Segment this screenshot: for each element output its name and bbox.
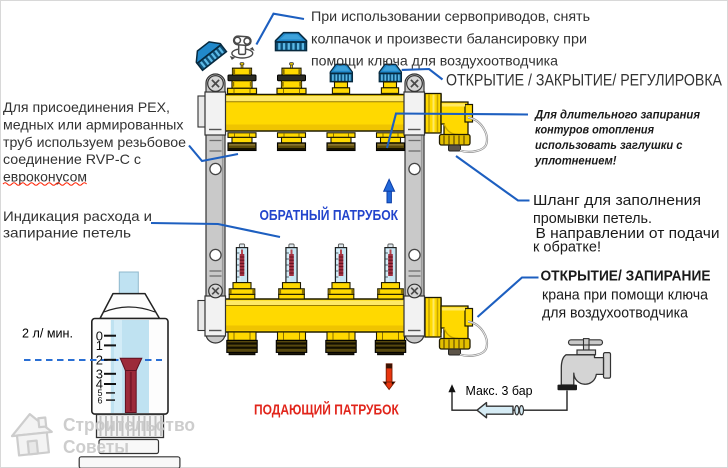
svg-text:ОТКРЫТИЕ / ЗАКРЫТИЕ/ РЕГУЛИР: ОТКРЫТИЕ / ЗАКРЫТИЕ/ РЕГУЛИРОВКА xyxy=(446,72,722,90)
svg-text:для воздухоотводчика: для воздухоотводчика xyxy=(542,306,689,322)
svg-text:Строительство: Строительство xyxy=(63,415,195,435)
svg-text:уплотнением!: уплотнением! xyxy=(534,154,616,168)
svg-text:колпачок и произвести балансир: колпачок и произвести балансировку при xyxy=(311,31,587,46)
svg-text:0: 0 xyxy=(96,328,103,343)
svg-text:1: 1 xyxy=(96,338,103,353)
svg-text:2: 2 xyxy=(96,353,103,368)
svg-text:Для присоединения PEX,: Для присоединения PEX, xyxy=(3,99,170,115)
svg-text:ОТКРЫТИЕ/ ЗАПИРАНИЕ: ОТКРЫТИЕ/ ЗАПИРАНИЕ xyxy=(541,269,711,285)
svg-text:Для длительного запирания: Для длительного запирания xyxy=(534,107,700,121)
svg-text:Макс. 3 бар: Макс. 3 бар xyxy=(466,383,533,398)
svg-text:5: 5 xyxy=(97,388,102,398)
svg-text:евроконусом: евроконусом xyxy=(3,169,87,185)
svg-text:запирание петель: запирание петель xyxy=(3,224,131,240)
svg-text:контуров отопления: контуров отопления xyxy=(535,123,654,137)
svg-text:медных или армированных: медных или армированных xyxy=(3,116,184,132)
svg-text:6: 6 xyxy=(97,395,102,405)
svg-text:соединение RVP-C с: соединение RVP-C с xyxy=(3,151,141,167)
svg-text:промывки петель.: промывки петель. xyxy=(533,211,652,227)
svg-text:В направлении от подачи: В направлении от подачи xyxy=(536,226,720,242)
svg-text:помощи ключа для воздухоотво: помощи ключа для воздухоотводчика xyxy=(311,53,558,68)
svg-text:Индикация расхода и: Индикация расхода и xyxy=(3,208,152,224)
svg-text:3: 3 xyxy=(96,367,103,382)
svg-text:труб используем резьбовое: труб используем резьбовое xyxy=(3,134,186,150)
svg-text:4: 4 xyxy=(96,377,103,392)
svg-text:к обратке!: к обратке! xyxy=(533,240,601,256)
svg-text:крана при помощи ключа: крана при помощи ключа xyxy=(542,288,709,304)
svg-text:ПОДАЮЩИЙ ПАТРУБОК: ПОДАЮЩИЙ ПАТРУБОК xyxy=(254,401,399,419)
svg-text:Шланг для заполнения: Шланг для заполнения xyxy=(533,193,701,209)
svg-text:Советы: Советы xyxy=(63,437,129,457)
svg-text:ОБРАТНЫЙ ПАТРУБОК: ОБРАТНЫЙ ПАТРУБОК xyxy=(260,206,399,224)
svg-text:При использовании сервопривод: При использовании сервоприводов, снять xyxy=(311,9,590,24)
svg-text:2 л/ мин.: 2 л/ мин. xyxy=(22,326,73,341)
svg-text:использовать заглушки с: использовать заглушки с xyxy=(535,138,683,152)
